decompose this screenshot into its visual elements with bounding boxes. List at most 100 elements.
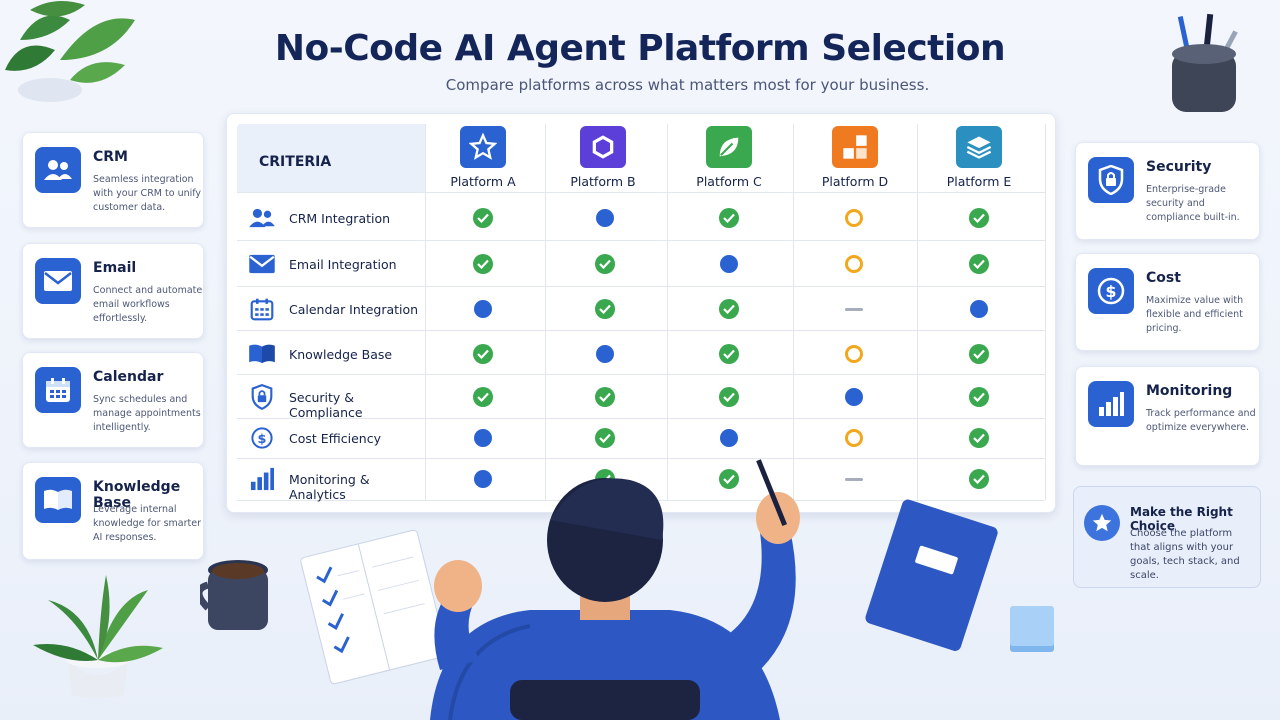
cell-5-b	[595, 387, 615, 407]
check-mark-icon	[969, 344, 989, 364]
card-desc: Enterprise-grade security and compliance…	[1146, 184, 1240, 223]
limited-ring-icon	[845, 429, 863, 447]
criteria-row-knowledge-base: Knowledge Base	[237, 334, 425, 374]
cell-1-e	[969, 208, 989, 228]
cell-3-c	[719, 299, 739, 319]
feature-card-email: Email Connect and automate email workflo…	[22, 243, 204, 339]
dollar-icon: $	[247, 426, 277, 450]
cell-1-a	[473, 208, 493, 228]
cell-6-e	[969, 428, 989, 448]
cell-5-e	[969, 387, 989, 407]
platform-name: Platform D	[821, 174, 889, 189]
check-mark-icon	[473, 208, 493, 228]
feature-card-security: Security Enterprise-grade security and c…	[1075, 142, 1260, 240]
cell-5-c	[719, 387, 739, 407]
card-desc: Maximize value with flexible and efficie…	[1146, 295, 1244, 334]
card-title: Cost	[1146, 270, 1181, 286]
cell-4-b	[595, 344, 615, 364]
cell-2-d	[844, 254, 864, 274]
blocks-icon	[832, 126, 878, 168]
check-mark-icon	[719, 208, 739, 228]
calendar-icon	[247, 297, 277, 321]
check-mark-icon	[719, 344, 739, 364]
dollar-icon: $	[1088, 268, 1134, 314]
feature-card-cost: $ Cost Maximize value with flexible and …	[1075, 253, 1260, 351]
card-desc: Leverage internal knowledge for smarter …	[93, 504, 202, 543]
platform-header-b: Platform B	[543, 126, 663, 189]
bar-chart-icon	[1088, 381, 1134, 427]
partial-dot-icon	[474, 300, 492, 318]
users-icon	[247, 206, 277, 230]
check-mark-icon	[473, 387, 493, 407]
card-title: Monitoring	[1146, 383, 1233, 399]
star-icon	[1084, 505, 1120, 541]
cell-7-e	[969, 469, 989, 489]
check-mark-icon	[719, 387, 739, 407]
cell-4-e	[969, 344, 989, 364]
partial-dot-icon	[720, 429, 738, 447]
criteria-label: CRITERIA	[259, 154, 332, 170]
cell-1-c	[719, 208, 739, 228]
criteria-label: Cost Efficiency	[289, 431, 381, 446]
criteria-label: Knowledge Base	[289, 347, 393, 362]
criteria-row-email: Email Integration	[237, 244, 425, 284]
criteria-row-monitoring: Monitoring & Analytics	[237, 459, 425, 502]
users-icon	[35, 147, 81, 193]
plant-bottom-left-illustration	[33, 575, 163, 699]
cell-7-a	[473, 469, 493, 489]
cell-4-c	[719, 344, 739, 364]
partial-dot-icon	[845, 388, 863, 406]
shield-icon	[1088, 157, 1134, 203]
platform-name: Platform A	[450, 174, 516, 189]
cell-6-c	[719, 428, 739, 448]
choice-desc: Choose the platform that aligns with you…	[1130, 528, 1240, 581]
card-desc: Seamless integration with your CRM to un…	[93, 174, 202, 213]
cell-7-d	[844, 469, 864, 489]
platform-header-d: Platform D	[795, 126, 915, 189]
envelope-icon	[247, 252, 277, 276]
feature-card-monitoring: Monitoring Track performance and optimiz…	[1075, 366, 1260, 466]
choice-title: Make the Right Choice	[1130, 505, 1233, 533]
feature-card-knowledge-base: Knowledge Base Leverage internal knowled…	[22, 462, 204, 560]
page-subtitle: Compare platforms across what matters mo…	[445, 76, 930, 94]
feature-card-crm: CRM Seamless integration with your CRM t…	[22, 132, 204, 228]
cell-2-a	[473, 254, 493, 274]
criteria-row-crm: CRM Integration	[237, 198, 425, 238]
cell-6-d	[844, 428, 864, 448]
page-title: No-Code AI Agent Platform Selection	[274, 28, 1006, 69]
check-mark-icon	[969, 469, 989, 489]
not-supported-dash-icon	[845, 308, 863, 311]
person-at-desk-illustration	[200, 459, 1020, 720]
shield-icon	[247, 384, 277, 410]
check-mark-icon	[595, 387, 615, 407]
check-mark-icon	[719, 469, 739, 489]
platform-name: Platform E	[946, 174, 1012, 189]
svg-text:$: $	[258, 432, 267, 447]
criteria-label: CRM Integration	[289, 211, 391, 226]
pen-cup-illustration	[1172, 13, 1238, 112]
cell-5-d	[844, 387, 864, 407]
comparison-table: CRITERIA Platform A Platform B Platform …	[226, 113, 1056, 513]
criteria-row-cost: $ Cost Efficiency	[237, 418, 425, 458]
cell-2-c	[719, 254, 739, 274]
card-desc: Sync schedules and manage appointments i…	[93, 394, 201, 433]
platform-name: Platform C	[696, 174, 762, 189]
criteria-label: Security & Compliance	[289, 390, 363, 420]
not-supported-dash-icon	[845, 478, 863, 481]
cell-6-a	[473, 428, 493, 448]
make-the-right-choice-card: Make the Right Choice Choose the platfor…	[1073, 486, 1261, 588]
layers-icon	[956, 126, 1002, 168]
hexagon-icon	[580, 126, 626, 168]
card-title: CRM	[93, 149, 128, 165]
partial-dot-icon	[596, 345, 614, 363]
check-mark-icon	[969, 208, 989, 228]
partial-dot-icon	[596, 209, 614, 227]
book-icon	[35, 477, 81, 523]
cell-3-e	[969, 299, 989, 319]
envelope-icon	[35, 258, 81, 304]
sticky-notes-illustration	[1010, 606, 1054, 652]
plant-top-left-illustration	[5, 1, 135, 102]
check-mark-icon	[969, 254, 989, 274]
limited-ring-icon	[845, 209, 863, 227]
cell-5-a	[473, 387, 493, 407]
